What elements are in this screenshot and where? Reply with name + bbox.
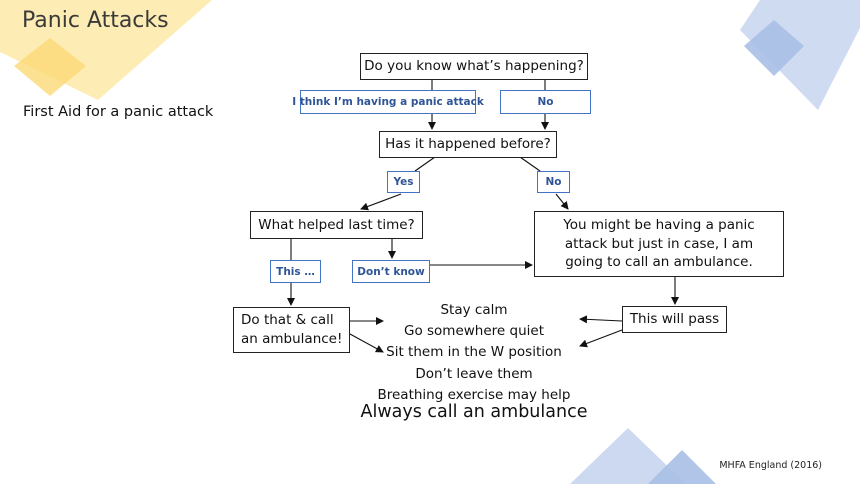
- page-subtitle: First Aid for a panic attack: [23, 104, 214, 120]
- source-credit: MHFA England (2016): [719, 460, 822, 471]
- node-this-will-pass: This will pass: [622, 306, 727, 333]
- label-yes: Yes: [387, 171, 420, 193]
- advice-item: Breathing exercise may help: [377, 386, 571, 403]
- label-this: This …: [270, 260, 321, 283]
- advice-item: Go somewhere quiet: [404, 323, 544, 340]
- advice-item: Stay calm: [440, 302, 508, 318]
- page-title: Panic Attacks: [22, 8, 169, 33]
- label-no-2: No: [537, 171, 570, 193]
- decor-top-left: [0, 0, 212, 100]
- advice-list: Stay calm Go somewhere quiet Sit them in…: [350, 300, 598, 406]
- label-having-panic-attack: I think I’m having a panic attack: [292, 90, 484, 114]
- always-call-ambulance: Always call an ambulance: [360, 402, 588, 422]
- decor-top-right: [740, 0, 860, 110]
- advice-item: Sit them in the W position: [386, 344, 562, 361]
- decor-bottom-right: [570, 428, 716, 484]
- advice-item: Don’t leave them: [415, 365, 533, 382]
- node-happened-before: Has it happened before?: [379, 131, 557, 158]
- label-dont-know: Don’t know: [352, 260, 430, 283]
- node-what-helped: What helped last time?: [250, 211, 423, 239]
- node-know-whats-happening: Do you know what’s happening?: [360, 53, 588, 80]
- label-no-1: No: [500, 90, 591, 114]
- node-do-that-call-ambulance: Do that & call an ambulance!: [233, 307, 350, 353]
- node-might-be-panic-attack: You might be having a panic attack but j…: [534, 211, 784, 277]
